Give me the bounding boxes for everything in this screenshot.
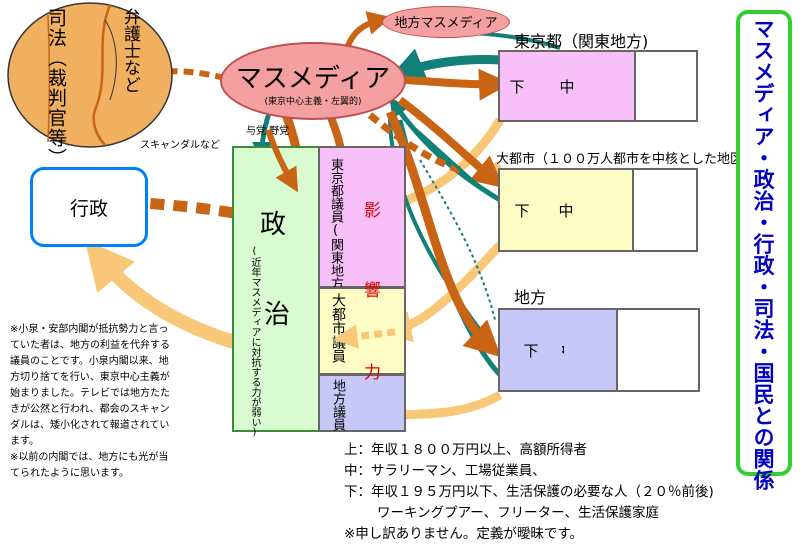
left-note-line: 議員のことです。小泉内閣以来、地 [10, 356, 169, 367]
region-tokyo: 上 中 下 [498, 50, 698, 122]
left-note-line: ていた者は、地方の利益を代弁する [10, 340, 170, 351]
left-note-line: てられたように思います。 [10, 468, 129, 479]
members-local-label: 地方議員 [330, 379, 345, 431]
region-city-name: 大都市（１００万人都市を中核とした地区) [496, 148, 748, 167]
administration-title: 行政 [69, 198, 108, 220]
region-city: 上 中 下 [498, 168, 698, 252]
arrow-media-to-tokyo [404, 68, 511, 101]
members-local: 地方議員 [318, 374, 406, 432]
region-city-lower: 下 [500, 170, 544, 250]
region-tokyo-lower: 下 [500, 52, 534, 120]
left-note-line: ※以前の内閣では、地方にも光が当 [10, 452, 169, 463]
region-city-name-text: 大都市（１００万人都市を中核とした地区) [496, 152, 749, 167]
mass-media-node: マスメディア (東京中心主義・左翼的) [220, 42, 406, 120]
region-tokyo-lower-label: 下 [509, 77, 525, 96]
legend-apology: ※申し訳ありません。定義が曖昧です。 [344, 526, 584, 542]
arrow-tokyo-to-media-teal [388, 48, 501, 83]
members-city-label: 大都市議員 [330, 293, 346, 363]
members-tokyo: 東京都議員(関東地方) [318, 146, 406, 305]
politics-title-1: 政 [260, 210, 287, 240]
judiciary-title: 司法（裁判官等） [45, 8, 67, 168]
left-note-line: ※小泉・安部内閣が抵抗勢力と言っ [10, 324, 169, 335]
region-city-lower-label: 下 [514, 201, 530, 220]
scandal-label: スキャンダルなど [140, 140, 220, 151]
influence-char-2: 響 [364, 281, 381, 301]
side-title: マスメディア・政治・行政・司法・国民との関係 [751, 18, 775, 491]
region-local-lower-label: 下 [523, 341, 539, 360]
region-city-middle-label: 中 [558, 201, 574, 220]
left-note-line: ダルは、矮小化されて報道されてい [10, 420, 170, 431]
influence-char-3: 力 [364, 363, 381, 383]
left-note: ※小泉・安部内閣が抵抗勢力と言っ ていた者は、地方の利益を代弁する 議員のことで… [10, 322, 230, 482]
members-city: 大都市議員 [318, 287, 406, 375]
administration-node: 行政 [30, 167, 148, 247]
members-tokyo-label: 東京都議員(関東地方) [328, 158, 343, 305]
local-media-node: 地方マスメディア [382, 6, 510, 38]
left-note-line: 方切り捨てを行い、東京中心主義が [10, 372, 170, 383]
influence-char-1: 影 [364, 201, 381, 221]
legend-middle: 中：サラリーマン、工場従業員、 [344, 463, 546, 479]
legend-lower-1: 下：年収１９５万円以下、生活保護の必要な人（２０％前後) [344, 484, 714, 500]
left-note-line: ます。 [10, 436, 39, 447]
arrow-media-to-judiciary [143, 59, 226, 84]
side-title-box: マスメディア・政治・行政・司法・国民との関係 [736, 10, 792, 491]
left-note-line: きが公然と行われ、都会のスキャン [10, 404, 170, 415]
politics-subtitle: (近年マスメディアに対抗する力が弱い) [249, 246, 260, 438]
legend-lower-2: ワーキングプアー、フリーター、生活保護家庭 [377, 505, 660, 521]
local-media-title: 地方マスメディア [394, 16, 498, 31]
region-local: 上 中 下 [498, 308, 700, 392]
region-tokyo-name: 東京都（関東地方) [514, 32, 649, 51]
region-local-name: 地方 [514, 288, 547, 307]
lawyer-label: 弁護士など [120, 8, 140, 93]
politics-title-2: 治 [264, 300, 291, 330]
left-note-line: 始まりました。テレビでは地方たた [10, 388, 170, 399]
mass-media-title: マスメディア [235, 64, 391, 94]
mass-media-note: (東京中心主義・左翼的) [264, 97, 362, 107]
region-local-lower: 下 [500, 310, 562, 390]
income-legend: 上：年収１８００万円以上、高額所得者 中：サラリーマン、工場従業員、 下：年収１… [344, 440, 714, 545]
legend-upper: 上：年収１８００万円以上、高額所得者 [344, 442, 587, 458]
region-tokyo-middle-label: 中 [559, 77, 575, 96]
ruling-opposition-label: 与党 野党 [246, 126, 290, 137]
